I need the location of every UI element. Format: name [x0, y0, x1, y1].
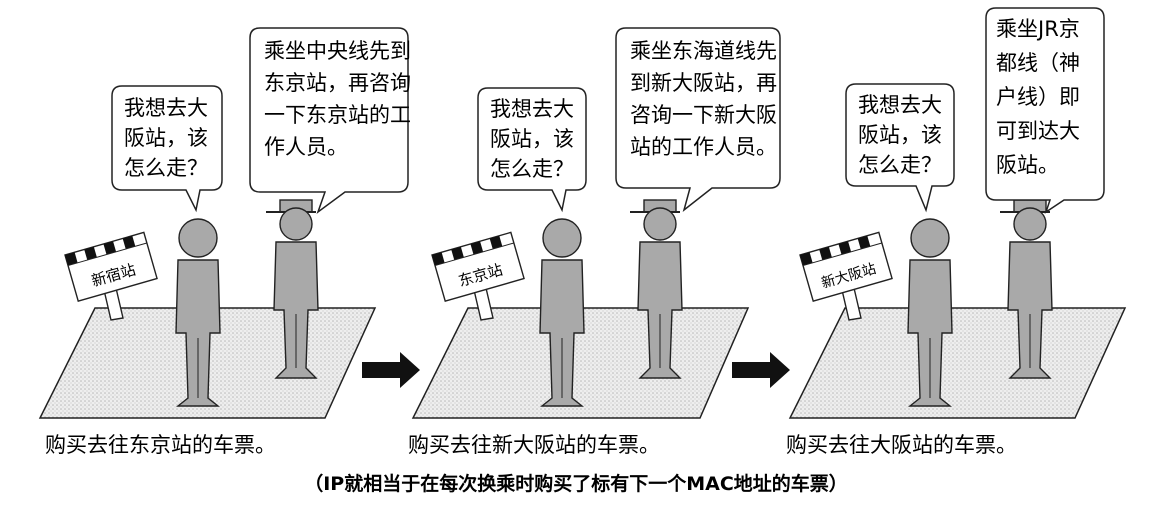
scene-3: 新大阪站 我想去大 阪站，该 怎么走？ 乘坐JR京: [786, 7, 1127, 457]
staff-line: 阪站。: [996, 153, 1059, 177]
traveler-line: 怎么走？: [124, 156, 208, 180]
scene-caption: 购买去往东京站的车票。: [45, 433, 276, 457]
scene-caption: 购买去往大阪站的车票。: [786, 433, 1017, 457]
staff-speech-bubble: 乘坐中央线先到 东京站，再咨询 一下东京站的工 作人员。: [249, 27, 418, 215]
traveler-speech-bubble: 我想去大 阪站，该 怎么走？: [477, 87, 587, 213]
svg-text:我想去大 阪站，该 怎么走？: 我想去大 阪站，该 怎么走？: [858, 93, 949, 177]
traveler-line: 我想去大: [124, 96, 208, 120]
staff-line: 都线（神: [996, 51, 1080, 75]
traveler-figure-icon: [907, 218, 953, 407]
traveler-figure-icon: [175, 218, 221, 407]
traveler-line: 我想去大: [858, 93, 942, 117]
svg-text:乘坐中央线先到 东京站，再咨询: 乘坐中央线先到 东京站，再咨询 一下东京站的工 作人员。: [264, 39, 418, 159]
floor-platform: [788, 307, 1127, 419]
staff-figure-icon: [1000, 199, 1053, 379]
staff-figure-icon: [630, 199, 683, 379]
svg-text:乘坐JR京 都线（神 户线）: 乘坐JR京 都线（神 户线）即 可到达大 阪站。: [996, 17, 1087, 177]
traveler-line: 阪站，该: [858, 123, 942, 147]
scene-2: 东京站 我想去大 阪站，该 怎么走？ 乘坐东海道线先: [408, 27, 784, 457]
traveler-line: 怎么走？: [858, 153, 942, 177]
footer-note: （IP就相当于在每次换乘时购买了标有下一个MAC地址的车票）: [304, 472, 848, 495]
staff-line: 作人员。: [264, 135, 348, 159]
traveler-speech-bubble: 我想去大 阪站，该 怎么走？: [845, 83, 955, 213]
traveler-line: 阪站，该: [490, 127, 574, 151]
right-arrow-icon: [362, 352, 420, 388]
staff-speech-bubble: 乘坐JR京 都线（神 户线）即 可到达大 阪站。: [985, 7, 1105, 214]
scene-caption: 购买去往新大阪站的车票。: [408, 433, 660, 457]
station-sign-icon: 东京站: [431, 231, 525, 321]
station-sign-icon: 新宿站: [64, 231, 158, 321]
svg-text:我想去大 阪站，该 怎么走？: 我想去大 阪站，该 怎么走？: [124, 96, 215, 180]
staff-line: 户线）即: [996, 85, 1080, 109]
staff-line: 咨询一下新大阪: [630, 103, 777, 127]
staff-line: 到新大阪站，再: [630, 71, 777, 95]
traveler-speech-bubble: 我想去大 阪站，该 怎么走？: [111, 85, 223, 213]
svg-text:我想去大 阪站，该 怎么走？: 我想去大 阪站，该 怎么走？: [490, 97, 581, 181]
staff-line: 站的工作人员。: [630, 135, 777, 159]
right-arrow-icon: [732, 352, 790, 388]
station-sign-icon: 新大阪站: [799, 231, 893, 321]
staff-line: 可到达大: [996, 119, 1080, 143]
traveler-figure-icon: [539, 218, 585, 407]
traveler-line: 怎么走？: [490, 157, 574, 181]
staff-speech-bubble: 乘坐东海道线先 到新大阪站，再 咨询一下新大阪 站的工作人员。: [615, 27, 784, 212]
traveler-line: 阪站，该: [124, 126, 208, 150]
staff-line: 一下东京站的工: [264, 103, 411, 127]
staff-figure-icon: [266, 199, 319, 379]
staff-line: 乘坐中央线先到: [264, 39, 411, 63]
staff-line: 东京站，再咨询: [264, 71, 411, 95]
traveler-line: 我想去大: [490, 97, 574, 121]
scene-1: 新宿站 我想去大 阪站，该 怎么走？: [38, 27, 418, 457]
staff-line: 乘坐东海道线先: [630, 39, 777, 63]
staff-line: 乘坐JR京: [996, 17, 1080, 41]
svg-text:乘坐东海道线先 到新大阪站，再: 乘坐东海道线先 到新大阪站，再 咨询一下新大阪 站的工作人员。: [630, 39, 784, 159]
